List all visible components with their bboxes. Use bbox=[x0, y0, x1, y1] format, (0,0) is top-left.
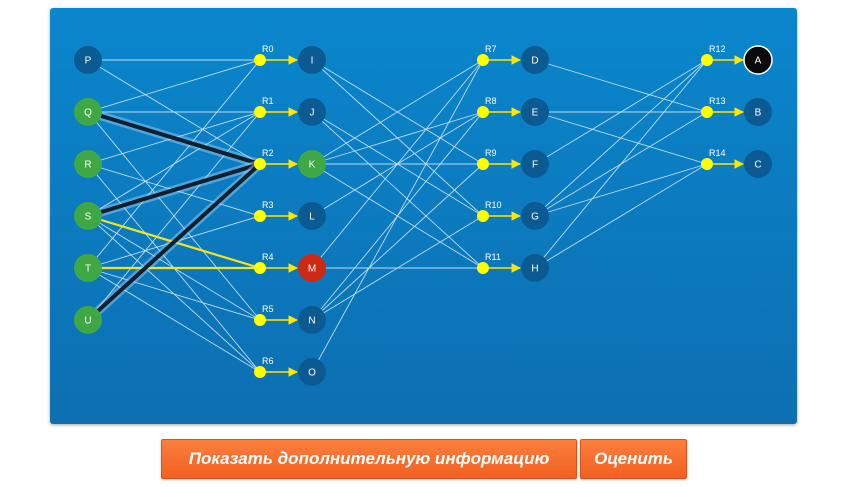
edges-layer bbox=[83, 55, 744, 377]
edge-q-r0 bbox=[87, 59, 261, 113]
rule-label: R4 bbox=[262, 252, 274, 262]
node-label: I bbox=[311, 56, 314, 67]
node-h[interactable]: H bbox=[521, 254, 549, 282]
node-j[interactable]: J bbox=[298, 98, 326, 126]
node-l[interactable]: L bbox=[298, 202, 326, 230]
edge-h-r14 bbox=[534, 163, 708, 269]
edge-o-r7 bbox=[311, 59, 484, 373]
rule-r6[interactable]: R6 bbox=[254, 356, 274, 378]
edge-j-r11 bbox=[311, 111, 484, 269]
node-r[interactable]: R bbox=[74, 150, 102, 178]
rule-label: R10 bbox=[485, 200, 502, 210]
node-n[interactable]: N bbox=[298, 306, 326, 334]
node-t[interactable]: T bbox=[74, 254, 102, 282]
rule-label: R14 bbox=[709, 148, 726, 158]
rule-label: R6 bbox=[262, 356, 274, 366]
node-c[interactable]: C bbox=[744, 150, 772, 178]
rule-r10[interactable]: R10 bbox=[477, 200, 502, 222]
rule-r12[interactable]: R12 bbox=[701, 44, 726, 66]
edge-s-r2 bbox=[83, 159, 265, 221]
edge-k-r7 bbox=[311, 59, 484, 165]
rule-r5[interactable]: R5 bbox=[254, 304, 274, 326]
node-label: P bbox=[85, 56, 92, 67]
node-a[interactable]: A bbox=[743, 45, 773, 75]
node-label: U bbox=[84, 316, 91, 327]
edge-h-r12 bbox=[534, 59, 708, 269]
rule-r13[interactable]: R13 bbox=[701, 96, 726, 118]
node-label: R bbox=[84, 160, 91, 171]
node-label: F bbox=[532, 160, 538, 171]
node-label: J bbox=[310, 108, 315, 119]
node-u[interactable]: U bbox=[74, 306, 102, 334]
node-k[interactable]: K bbox=[298, 150, 326, 178]
edge-m-r7 bbox=[311, 59, 484, 269]
rule-label: R8 bbox=[485, 96, 497, 106]
edge-q-r2 bbox=[83, 107, 265, 169]
edge-u-r1 bbox=[87, 111, 261, 321]
node-label: M bbox=[308, 264, 316, 275]
node-g[interactable]: G bbox=[521, 202, 549, 230]
node-label: E bbox=[532, 108, 539, 119]
node-label: L bbox=[309, 212, 315, 223]
node-label: H bbox=[531, 264, 538, 275]
rule-r7[interactable]: R7 bbox=[477, 44, 497, 66]
node-label: K bbox=[309, 160, 316, 171]
rule-r14[interactable]: R14 bbox=[701, 148, 726, 170]
node-label: B bbox=[755, 108, 762, 119]
show-more-info-button[interactable]: Показать дополнительную информацию bbox=[161, 439, 577, 479]
rule-label: R7 bbox=[485, 44, 497, 54]
rule-label: R5 bbox=[262, 304, 274, 314]
node-m[interactable]: M bbox=[298, 254, 326, 282]
rule-label: R2 bbox=[262, 148, 274, 158]
edge-g-r12 bbox=[534, 59, 708, 217]
rule-r8[interactable]: R8 bbox=[477, 96, 497, 118]
rule-r4[interactable]: R4 bbox=[254, 252, 274, 274]
edge-n-r10 bbox=[311, 215, 484, 321]
rule-r2[interactable]: R2 bbox=[254, 148, 274, 170]
node-f[interactable]: F bbox=[521, 150, 549, 178]
rule-r11[interactable]: R11 bbox=[477, 252, 501, 274]
node-label: A bbox=[755, 56, 762, 67]
node-label: O bbox=[308, 368, 316, 379]
rule-label: R11 bbox=[485, 252, 501, 262]
node-label: Q bbox=[84, 108, 92, 119]
edge-n-r9 bbox=[311, 163, 484, 321]
node-d[interactable]: D bbox=[521, 46, 549, 74]
node-s[interactable]: S bbox=[74, 202, 102, 230]
rule-label: R0 bbox=[262, 44, 274, 54]
edge-t-r6 bbox=[87, 267, 261, 373]
rule-r3[interactable]: R3 bbox=[254, 200, 274, 222]
node-o[interactable]: O bbox=[298, 358, 326, 386]
edge-t-r0 bbox=[87, 59, 261, 269]
rule-label: R13 bbox=[709, 96, 726, 106]
rule-r9[interactable]: R9 bbox=[477, 148, 497, 170]
node-label: T bbox=[85, 264, 91, 275]
node-i[interactable]: I bbox=[298, 46, 326, 74]
rule-label: R9 bbox=[485, 148, 497, 158]
edge-g-r14 bbox=[534, 163, 708, 217]
node-label: N bbox=[308, 316, 315, 327]
edge-f-r12 bbox=[534, 59, 708, 165]
edge-u-r2 bbox=[83, 159, 265, 325]
rate-button[interactable]: Оценить bbox=[580, 439, 687, 479]
node-label: G bbox=[531, 212, 539, 223]
rule-label: R12 bbox=[709, 44, 726, 54]
rule-label: R3 bbox=[262, 200, 274, 210]
node-b[interactable]: B bbox=[744, 98, 772, 126]
node-p[interactable]: P bbox=[74, 46, 102, 74]
edge-t-r5 bbox=[87, 267, 261, 321]
rule-r1[interactable]: R1 bbox=[254, 96, 274, 118]
node-q[interactable]: Q bbox=[74, 98, 102, 126]
node-e[interactable]: E bbox=[521, 98, 549, 126]
node-label: C bbox=[754, 160, 761, 171]
node-label: D bbox=[531, 56, 538, 67]
node-label: S bbox=[85, 212, 92, 223]
rule-label: R1 bbox=[262, 96, 274, 106]
rule-r0[interactable]: R0 bbox=[254, 44, 274, 66]
edge-d-r13 bbox=[534, 59, 708, 113]
edge-k-r8 bbox=[311, 111, 484, 165]
